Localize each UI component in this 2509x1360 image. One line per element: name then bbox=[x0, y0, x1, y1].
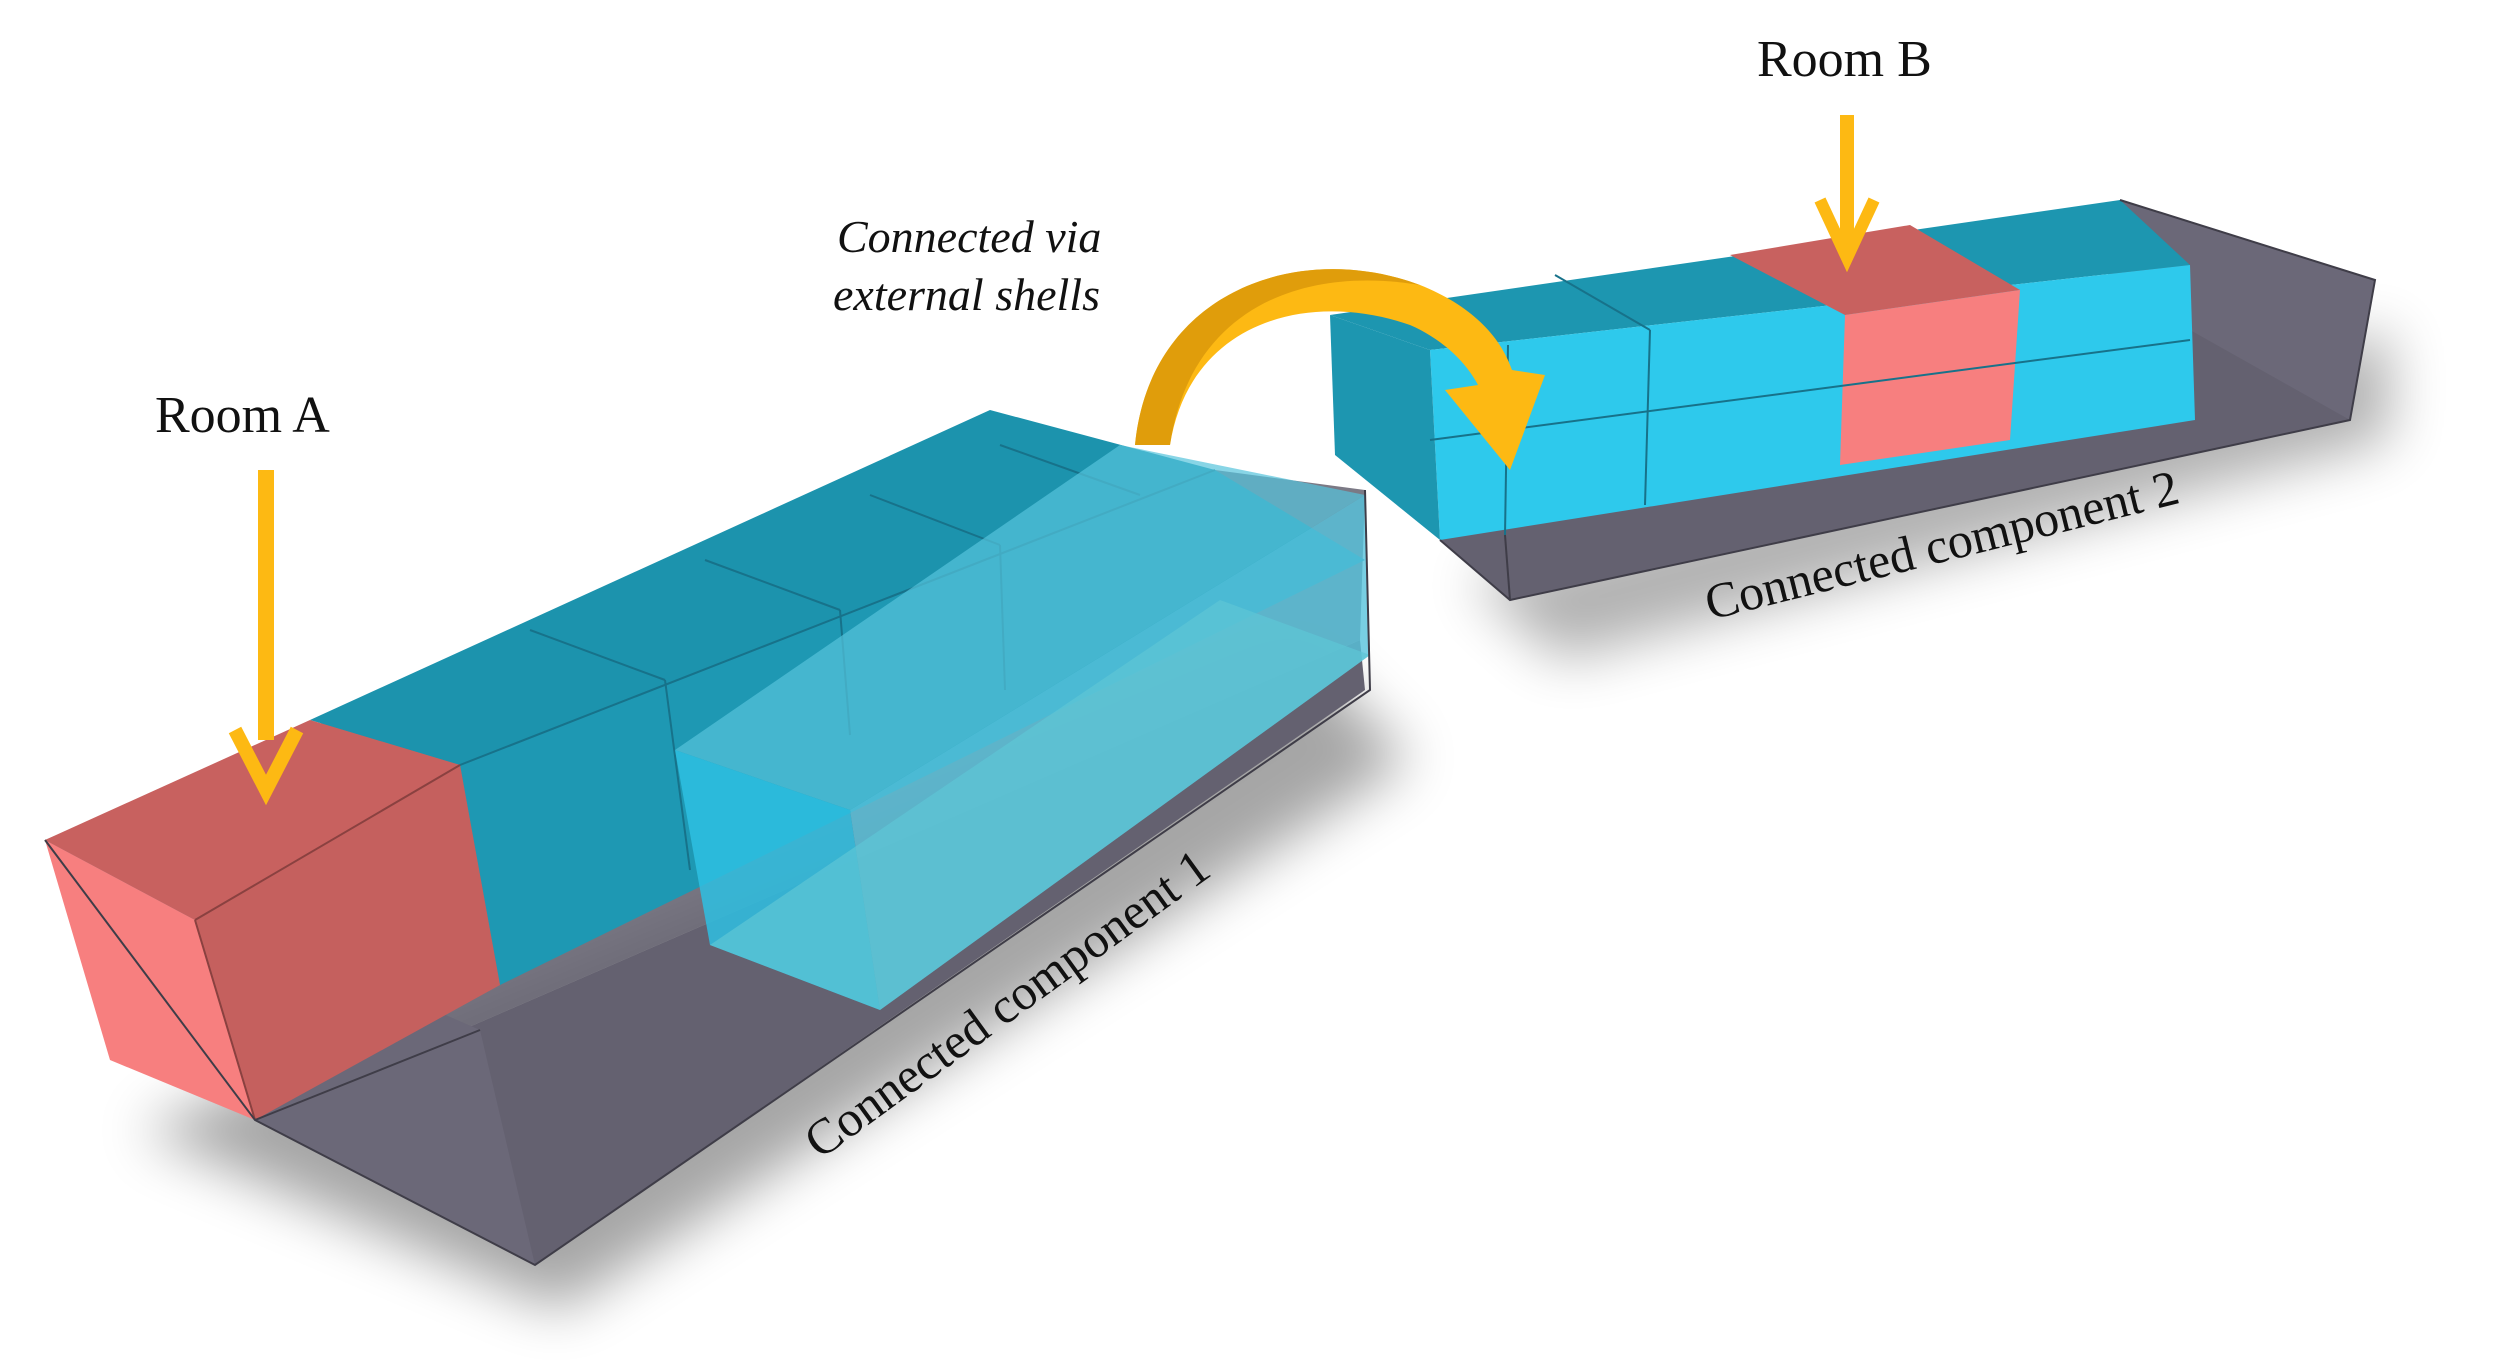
component-1-shell-outline bbox=[44, 489, 1372, 1267]
room-b-top bbox=[1730, 225, 2020, 315]
component-1-divider bbox=[664, 679, 691, 871]
component-1-divider bbox=[704, 559, 841, 611]
room-a-edge bbox=[194, 919, 256, 1121]
connected-component-2 bbox=[1330, 199, 2390, 660]
component-1-blue-top bbox=[310, 410, 1215, 765]
component-2-blue-end bbox=[1330, 315, 1440, 540]
component-1-glass-bottom bbox=[710, 600, 1370, 1010]
component-1-shell-outline bbox=[254, 1029, 481, 1121]
component-2-blue-top bbox=[1330, 200, 2190, 350]
room-b-arrow bbox=[1814, 115, 1880, 273]
room-a-top bbox=[45, 720, 460, 920]
component-2-divider bbox=[1554, 274, 1651, 331]
component-1-divider bbox=[869, 494, 1001, 546]
room-b-front bbox=[1840, 290, 2020, 465]
connection-curved-arrow bbox=[1135, 269, 1545, 470]
room-b-label: Room B bbox=[1757, 31, 1932, 88]
component-2-divider bbox=[1429, 339, 2191, 441]
room-a-front bbox=[195, 765, 500, 1120]
connection-note-line-1: Connected via bbox=[837, 211, 1101, 262]
connected-component-1 bbox=[44, 410, 1410, 1310]
component-2-shell-outline bbox=[1504, 534, 1511, 601]
component-2-shell-outline bbox=[1439, 199, 2377, 602]
component-2-divider bbox=[1644, 329, 1651, 506]
component-1-divider bbox=[529, 629, 666, 681]
room-a-label: Room A bbox=[155, 387, 330, 444]
room-a-arrow bbox=[228, 470, 304, 806]
room-a-edge bbox=[194, 764, 461, 921]
connection-note-line-2: external shells bbox=[833, 269, 1100, 320]
component-1-glass-top bbox=[675, 445, 1365, 810]
